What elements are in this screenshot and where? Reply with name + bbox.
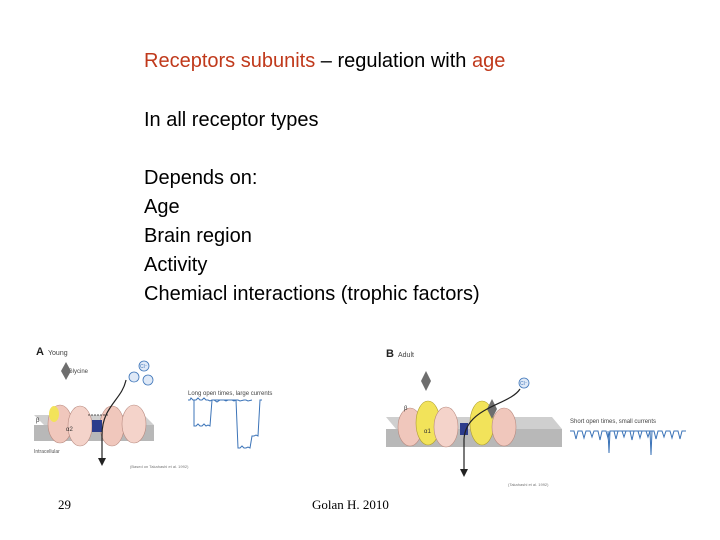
long-open-times-label: Long open times, large currents [188, 391, 272, 397]
current-trace-young-top [188, 397, 253, 403]
glycine-label: Glycine [68, 369, 89, 375]
depends-on-heading: Depends on: [144, 167, 258, 189]
cl-label-1: Cl⁻ [140, 364, 148, 370]
glycine-diamond-icon-adult-2 [487, 399, 497, 419]
slide-number: 29 [58, 497, 71, 512]
intracellular-label: Intracellular [34, 449, 60, 455]
short-open-times-label: Short open times, small currents [570, 419, 656, 425]
source-citation-adult: (Takahashi et al. 1992) [508, 482, 549, 487]
panel-letter-a: A [36, 346, 44, 358]
panel-label-adult: Adult [398, 352, 414, 359]
panel-label-young: Young [48, 350, 68, 357]
young-receptor-figure: A Young Glycine Cl⁻ β α2 Intracellular [34, 346, 272, 469]
cl-label-adult: Cl⁻ [520, 381, 528, 387]
ion-flow-arrow-adult [463, 388, 521, 471]
current-trace-young-events [193, 399, 262, 449]
glycine-diamond-icon [61, 362, 71, 380]
factor-chemical-interactions: Chemiacl interactions (trophic factors) [144, 283, 480, 305]
footer-credit: Golan H. 2010 [312, 497, 389, 512]
title-middle: – regulation with [315, 50, 472, 72]
factor-age: Age [144, 196, 180, 218]
glycine-diamond-icon-adult [421, 371, 431, 391]
alpha2-label: α2 [66, 427, 73, 433]
current-trace-adult [570, 430, 686, 441]
current-trace-adult-spikes [607, 430, 653, 456]
beta-label-young: β [36, 418, 40, 424]
source-citation-young: (Based on Takahashi et al. 1992) [130, 464, 189, 469]
slide-title: Receptors subunits – regulation with age [144, 50, 505, 73]
title-age: age [471, 50, 506, 72]
adult-receptor-figure: B Adult Cl⁻ β α1 (Takahashi et al. 1992)… [386, 348, 686, 487]
title-receptors-subunits: Receptors subunits [144, 50, 316, 72]
channel-pore-adult [460, 423, 468, 435]
factor-activity: Activity [144, 254, 208, 276]
chloride-ion-icons: Cl⁻ [128, 360, 154, 386]
all-receptor-types-text: In all receptor types [144, 109, 319, 131]
beta-label-adult: β [404, 406, 408, 412]
factor-brain-region: Brain region [144, 225, 252, 247]
adult-receptor-subunits [397, 400, 517, 448]
channel-pore [92, 420, 102, 432]
panel-letter-b: B [386, 348, 394, 360]
alpha1-label: α1 [424, 429, 431, 435]
chloride-ion-icon-adult [518, 377, 530, 389]
ion-flow-arrow [101, 379, 127, 460]
